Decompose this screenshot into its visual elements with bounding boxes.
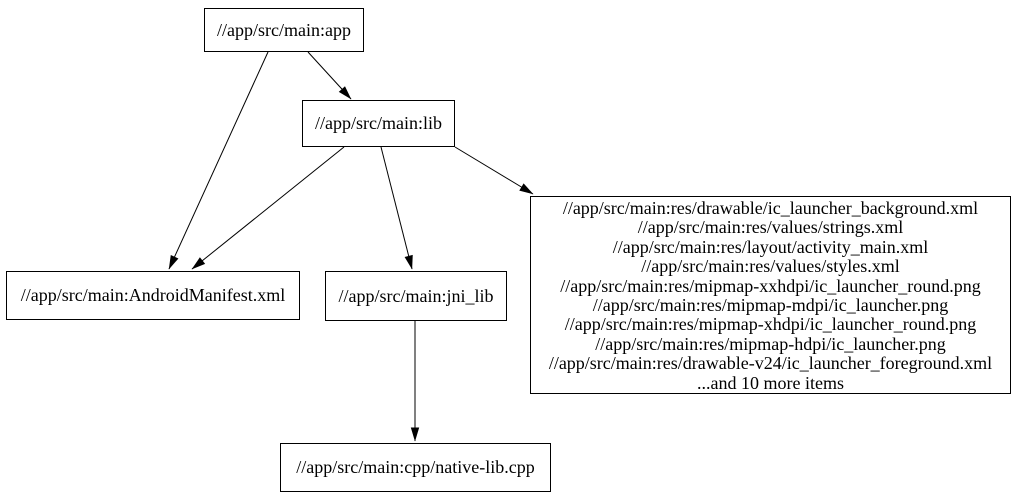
node-lib: //app/src/main:lib [302,100,455,147]
node-android-manifest-label: //app/src/main:AndroidManifest.xml [20,285,286,305]
node-resources-group: //app/src/main:res/drawable/ic_launcher_… [530,196,1011,394]
node-android-manifest: //app/src/main:AndroidManifest.xml [6,271,300,320]
node-app-label: //app/src/main:app [217,19,351,40]
resource-item-label: //app/src/main:res/mipmap-hdpi/ic_launch… [595,333,946,354]
resource-more-items-label: ...and 10 more items [697,372,844,393]
resource-item-label: //app/src/main:res/mipmap-xxhdpi/ic_laun… [560,275,981,296]
node-app: //app/src/main:app [204,8,364,52]
node-jni-lib: //app/src/main:jni_lib [325,271,507,321]
resource-item-label: //app/src/main:res/values/styles.xml [641,256,900,277]
edge-lib-to-jni-lib [380,146,413,270]
node-native-lib-cpp-label: //app/src/main:cpp/native-lib.cpp [296,457,535,477]
resource-item-label: //app/src/main:res/drawable-v24/ic_launc… [548,353,993,374]
resource-item-label: //app/src/main:res/drawable/ic_launcher_… [562,198,979,218]
node-lib-label: //app/src/main:lib [315,113,442,133]
node-native-lib-cpp: //app/src/main:cpp/native-lib.cpp [280,443,551,492]
resource-item-label: //app/src/main:res/layout/activity_main.… [612,236,929,257]
resource-item-label: //app/src/main:res/values/strings.xml [637,217,904,238]
resource-item-label: //app/src/main:res/mipmap-xhdpi/ic_launc… [564,314,977,335]
edge-app-to-android-manifest [168,51,269,270]
edge-lib-to-android-manifest [191,146,345,270]
resource-item-label: //app/src/main:res/mipmap-mdpi/ic_launch… [592,295,949,316]
edge-lib-to-resources-group [454,146,534,195]
node-jni-lib-label: //app/src/main:jni_lib [338,285,494,306]
edge-app-to-lib [307,51,352,100]
